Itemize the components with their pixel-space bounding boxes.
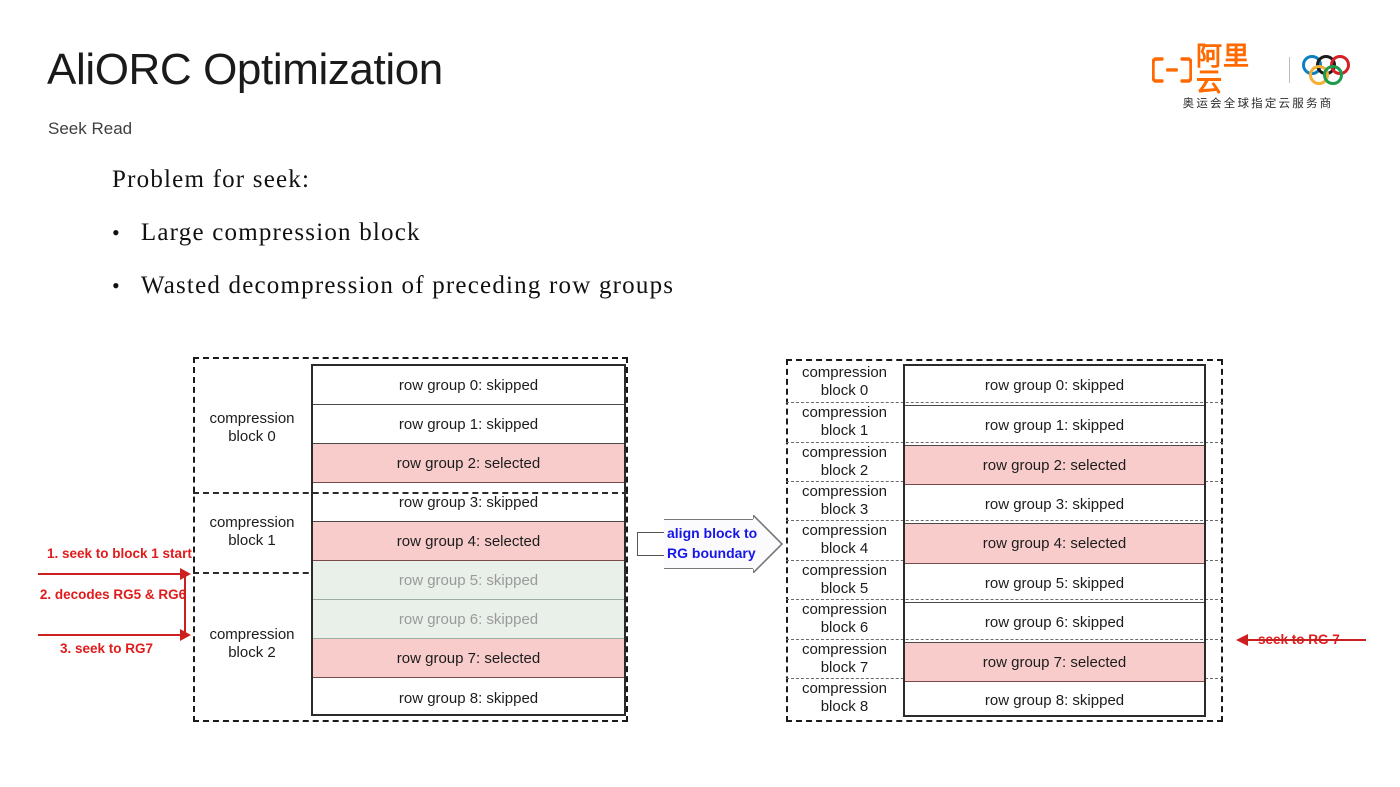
bullet-item-wasted-decompression: • Wasted decompression of preceding row … — [112, 272, 674, 300]
arrow-right-icon — [180, 629, 191, 641]
annotation-line-right — [1246, 639, 1366, 641]
align-block-arrow: align block to RG boundary — [637, 515, 783, 573]
annotation-decodes-rg5-rg6: 2. decodes RG5 & RG6 — [39, 587, 187, 602]
page-subtitle: Seek Read — [48, 119, 133, 138]
row-group-row: row group 6: skipped — [905, 603, 1204, 643]
bullet-item-large-compression-block: • Large compression block — [112, 219, 421, 247]
row-group-row: row group 0: skipped — [905, 366, 1204, 406]
page-title: AliORC Optimization — [47, 45, 443, 94]
left-row-group-stack: row group 0: skipped row group 1: skippe… — [311, 364, 626, 716]
block-boundary-divider — [786, 520, 1223, 521]
right-diagram-outer-border — [786, 359, 1223, 722]
row-group-row: row group 3: skipped — [905, 485, 1204, 524]
annotation-line-vertical — [184, 573, 186, 636]
row-group-row: row group 3: skipped — [313, 483, 624, 522]
row-group-row: row group 8: skipped — [398, 689, 539, 707]
row-group-row: row group 5: skipped — [313, 561, 624, 600]
annotation-line-1 — [38, 573, 186, 575]
arrow-tail — [637, 532, 665, 556]
bullet-text: Large compression block — [140, 219, 421, 246]
block-boundary-divider — [786, 402, 1223, 403]
row-group-row: row group 2: selected — [313, 444, 624, 483]
annotation-line-3 — [38, 634, 186, 636]
row-group-row: row group 6: skipped — [313, 600, 624, 639]
annotation-seek-to-rg7: 3. seek to RG7 — [60, 641, 154, 656]
row-group-row: row group 2: selected — [905, 446, 1204, 485]
logo-tagline: 奥运会全球指定云服务商 — [1182, 96, 1334, 110]
row-group-row: row group 1: skipped — [313, 405, 624, 444]
bullet-marker-icon: • — [112, 220, 121, 245]
arrow-right-icon — [180, 568, 191, 580]
align-block-arrow-label: align block to RG boundary — [667, 525, 758, 562]
alibaba-cloud-logo: 阿里云 奥运会全球指定云服务商 — [1152, 44, 1364, 112]
logo-brand-text: 阿里云 — [1196, 42, 1251, 98]
block-boundary-divider — [193, 492, 628, 494]
block-boundary-divider — [786, 442, 1223, 443]
row-group-row: row group 7: selected — [905, 643, 1204, 682]
arrow-body — [664, 519, 757, 569]
bullet-marker-icon: • — [112, 273, 121, 298]
bullet-text: Wasted decompression of preceding row gr… — [140, 272, 675, 299]
annotation-seek-to-block-1-start: 1. seek to block 1 start — [47, 546, 192, 561]
block-boundary-divider — [786, 639, 1223, 640]
row-group-row: row group 1: skipped — [905, 406, 1204, 446]
arrow-left-icon — [1236, 634, 1248, 646]
row-group-row: row group 4: selected — [905, 524, 1204, 564]
aliyun-bracket-icon — [1152, 57, 1192, 83]
row-group-row: row group 8: skipped — [984, 692, 1125, 709]
row-group-row: row group 0: skipped — [313, 366, 624, 405]
olympic-rings-icon — [1301, 53, 1364, 87]
problem-lead-text: Problem for seek: — [112, 166, 311, 193]
block-boundary-divider — [786, 599, 1223, 600]
row-group-row: row group 5: skipped — [905, 564, 1204, 603]
arrow-head-icon — [753, 515, 783, 573]
right-row-group-stack: row group 0: skipped row group 1: skippe… — [903, 364, 1206, 717]
left-diagram-outer-border — [193, 357, 628, 722]
row-group-row: row group 4: selected — [313, 522, 624, 561]
logo-divider — [1288, 57, 1290, 83]
row-group-row: row group 7: selected — [313, 639, 624, 678]
